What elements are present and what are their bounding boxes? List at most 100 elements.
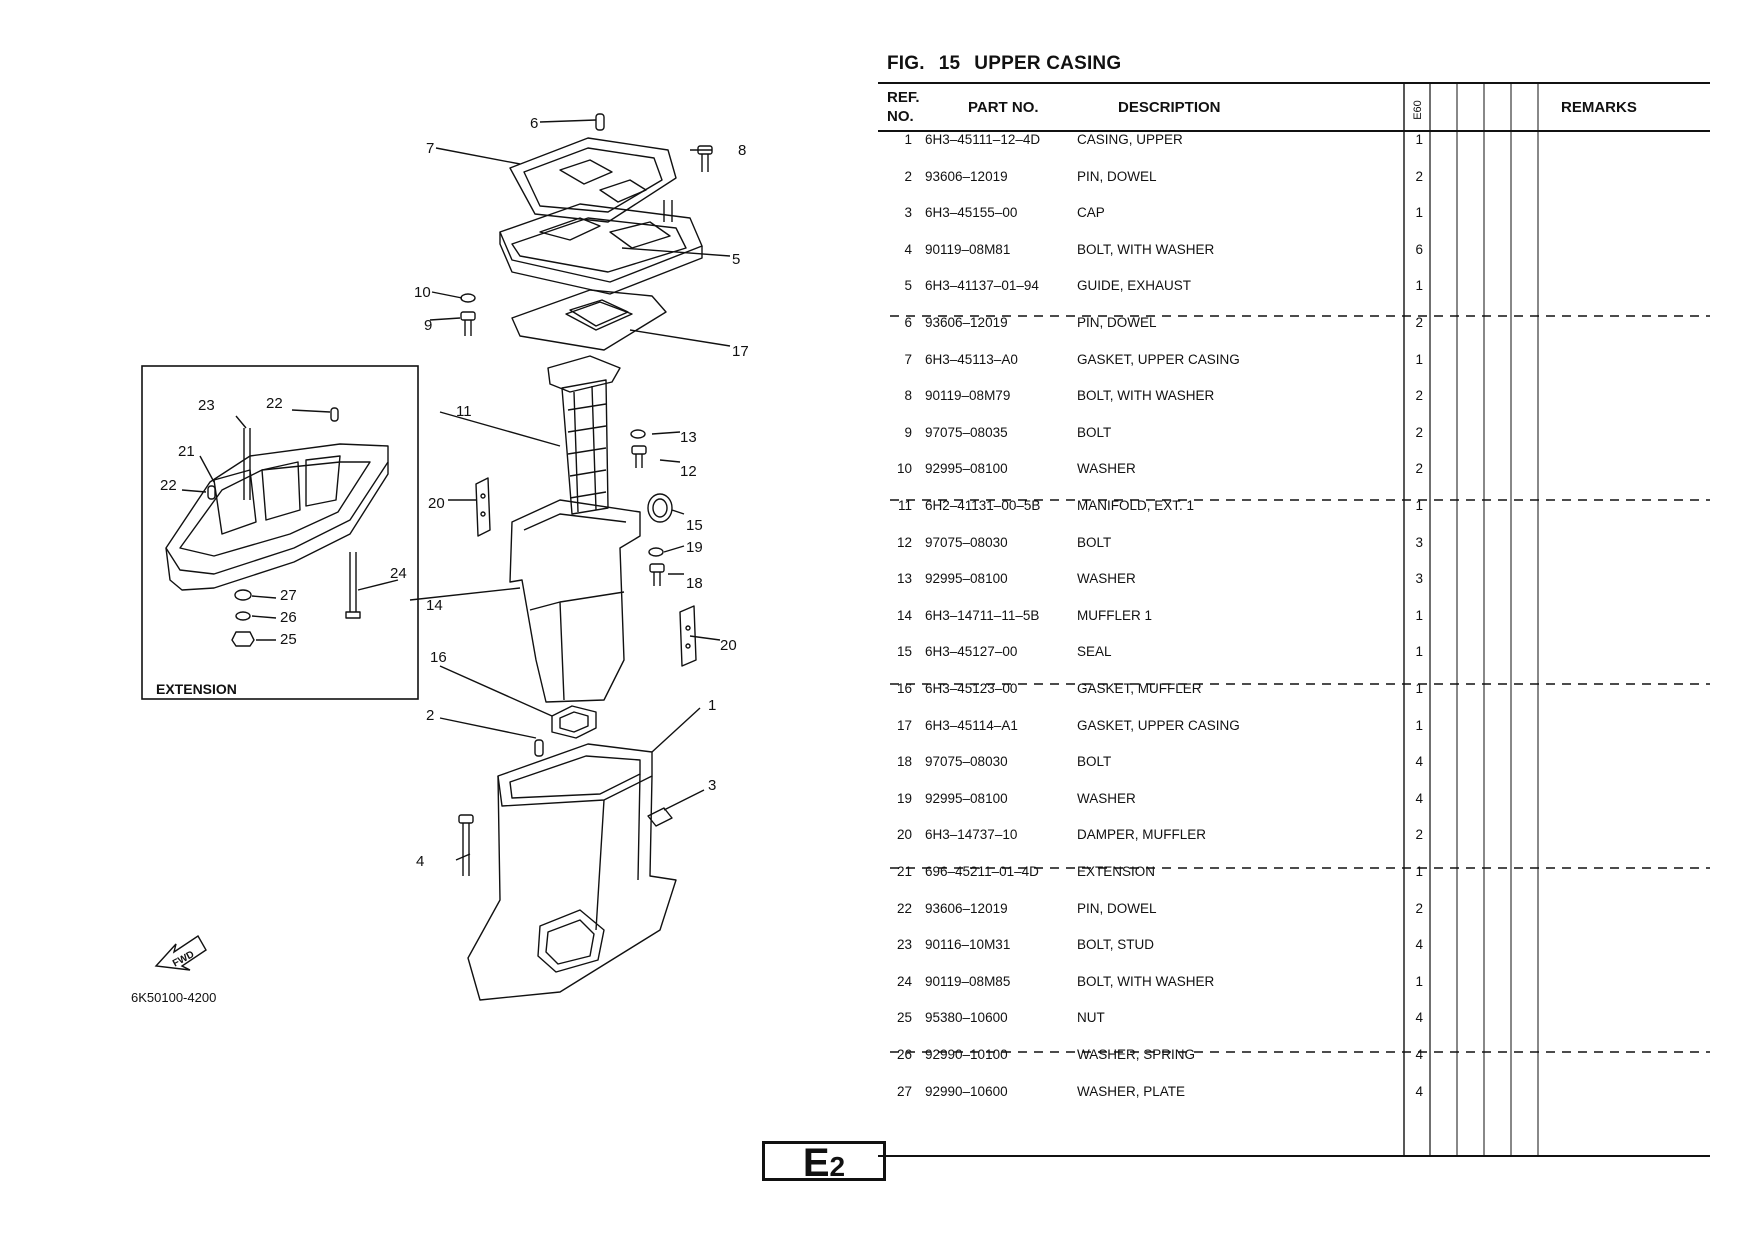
row-qty: 4 <box>1415 790 1423 806</box>
row-qty: 2 <box>1415 168 1423 184</box>
row-description: BOLT, WITH WASHER <box>1077 973 1215 989</box>
header-part-no: PART NO. <box>968 99 1039 116</box>
page-marker: E2 <box>762 1141 886 1183</box>
callout-15: 15 <box>686 517 703 534</box>
row-qty: 1 <box>1415 644 1423 660</box>
callout-7: 7 <box>426 140 434 157</box>
header-description: DESCRIPTION <box>1118 99 1221 116</box>
row-ref: 2 <box>904 168 912 184</box>
row-part-no: 90119–08M81 <box>925 241 1011 257</box>
row-qty: 4 <box>1415 1083 1423 1099</box>
row-qty: 1 <box>1415 498 1423 513</box>
header-ref-line2: NO. <box>887 108 914 125</box>
row-part-no: 6H3–45127–00 <box>925 644 1018 660</box>
row-qty: 2 <box>1415 461 1423 477</box>
row-part-no: 92990–10100 <box>925 1047 1008 1062</box>
callout-1: 1 <box>708 697 716 714</box>
bolt-4 <box>458 814 474 876</box>
dowel-pin-22-top <box>330 407 339 422</box>
exhaust-manifold-11 <box>547 355 621 515</box>
nut-25 <box>231 631 255 647</box>
seal-15 <box>647 493 673 523</box>
row-part-no: 97075–08035 <box>925 424 1008 440</box>
bolt-12 <box>631 445 647 468</box>
row-ref: 22 <box>896 900 912 916</box>
row-ref: 26 <box>896 1047 912 1062</box>
row-qty: 2 <box>1415 388 1423 404</box>
row-description: BOLT <box>1077 754 1112 770</box>
row-part-no: 90116–10M31 <box>925 937 1011 953</box>
row-ref: 14 <box>896 607 912 623</box>
figure-name: UPPER CASING <box>974 53 1122 74</box>
row-description: SEAL <box>1077 644 1112 660</box>
extension-label: EXTENSION <box>156 681 237 697</box>
row-part-no: 6H3–14737–10 <box>925 827 1018 843</box>
row-part-no: 92995–08100 <box>925 461 1008 477</box>
callout-12: 12 <box>680 463 697 480</box>
row-description: GASKET, UPPER CASING <box>1077 351 1240 367</box>
figure-number: 15 <box>938 53 961 74</box>
row-qty: 6 <box>1415 241 1423 257</box>
extension-inset: EXTENSION <box>141 365 419 700</box>
row-description: PIN, DOWEL <box>1077 900 1157 916</box>
callout-23: 23 <box>198 397 215 414</box>
header-remarks: REMARKS <box>1561 99 1637 116</box>
callout-16: 16 <box>430 649 447 666</box>
row-description: GASKET, MUFFLER <box>1077 681 1202 696</box>
bolt-9 <box>460 311 476 336</box>
row-ref: 4 <box>904 241 912 257</box>
row-ref: 19 <box>896 790 912 806</box>
row-ref: 10 <box>896 461 912 477</box>
row-part-no: 92995–08100 <box>925 571 1008 587</box>
bolt-18 <box>649 563 665 586</box>
exhaust-guide-5 <box>499 200 703 295</box>
callout-10: 10 <box>414 284 431 301</box>
callout-6: 6 <box>530 115 538 132</box>
row-description: WASHER <box>1077 790 1136 806</box>
row-ref: 1 <box>904 132 912 147</box>
row-part-no: 90119–08M85 <box>925 973 1011 989</box>
callout-22-left: 22 <box>160 477 177 494</box>
row-ref: 3 <box>904 205 912 221</box>
callout-20-right: 20 <box>720 637 737 654</box>
row-part-no: 6H3–45111–12–4D <box>925 132 1041 147</box>
row-qty: 1 <box>1415 351 1423 367</box>
spring-washer-26 <box>235 611 251 621</box>
row-qty: 4 <box>1415 1010 1423 1026</box>
callout-27: 27 <box>280 587 297 604</box>
row-qty: 2 <box>1415 827 1423 843</box>
row-description: BOLT <box>1077 424 1112 440</box>
callout-18: 18 <box>686 575 703 592</box>
gasket-muffler-16 <box>551 705 597 739</box>
callout-3: 3 <box>708 777 716 794</box>
callout-22-top: 22 <box>266 395 283 412</box>
row-qty: 1 <box>1415 132 1423 147</box>
callout-21: 21 <box>178 443 195 460</box>
row-ref: 21 <box>896 864 912 879</box>
row-qty: 4 <box>1415 937 1423 953</box>
row-part-no: 97075–08030 <box>925 754 1008 770</box>
muffler-damper-20-left <box>475 477 491 537</box>
row-part-no: 6H3–41137–01–94 <box>925 278 1039 294</box>
row-qty: 3 <box>1415 571 1423 587</box>
gasket-upper-casing-17 <box>511 289 667 351</box>
row-description: WASHER, PLATE <box>1077 1083 1186 1099</box>
row-description: BOLT, STUD <box>1077 937 1155 953</box>
row-qty: 2 <box>1415 424 1423 440</box>
cap-3 <box>647 807 673 827</box>
callout-5: 5 <box>732 251 740 268</box>
row-part-no: 90119–08M79 <box>925 388 1011 404</box>
row-ref: 11 <box>897 498 912 513</box>
row-description: BOLT, WITH WASHER <box>1077 241 1215 257</box>
row-description: WASHER <box>1077 571 1136 587</box>
muffler-damper-20-right <box>679 605 697 667</box>
row-part-no: 6H2–41131–00–5B <box>925 498 1041 513</box>
callout-20-left: 20 <box>428 495 445 512</box>
row-description: BOLT <box>1077 534 1112 550</box>
diagram-code: 6K50100-4200 <box>131 990 216 1005</box>
row-description: DAMPER, MUFFLER <box>1077 827 1207 843</box>
row-ref: 5 <box>904 278 912 294</box>
callout-26: 26 <box>280 609 297 626</box>
callout-8: 8 <box>738 142 746 159</box>
